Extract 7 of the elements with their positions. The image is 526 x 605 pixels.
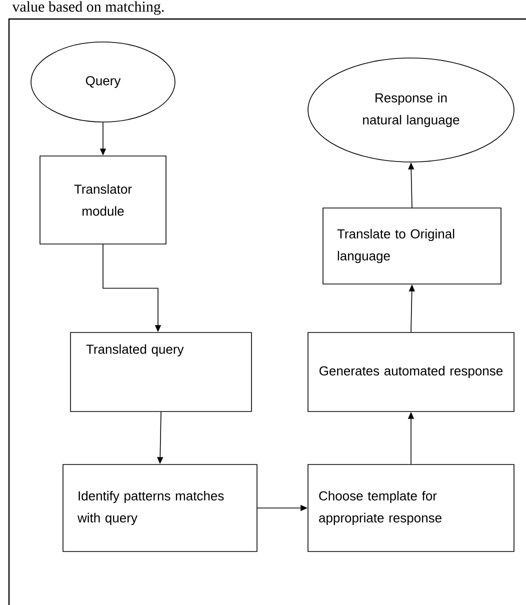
process-box: Identify patterns matches with query xyxy=(62,464,258,552)
process-box: Generates automated response xyxy=(308,332,514,412)
process-box: Translated query xyxy=(70,332,252,412)
process-box: Choose template for appropriate response xyxy=(308,464,514,552)
process-box: Translate to Original language xyxy=(322,208,502,284)
caption-text: value based on matching. xyxy=(12,1,164,15)
process-box: Translator module xyxy=(40,156,166,244)
